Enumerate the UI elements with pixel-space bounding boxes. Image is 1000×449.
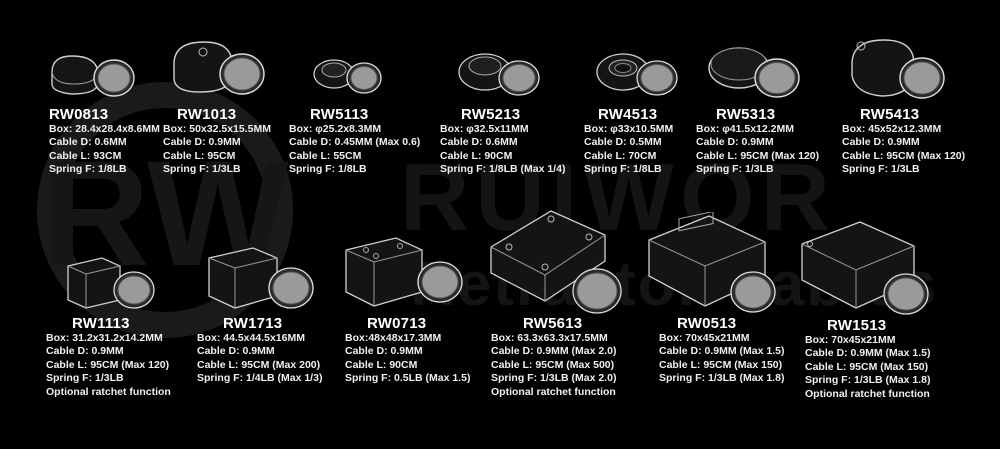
product-image-rw0513 xyxy=(645,210,785,323)
spec-box: Box:48x48x17.3MM xyxy=(345,332,442,344)
product-code: RW0513 xyxy=(677,315,737,332)
product-code: RW1113 xyxy=(72,315,130,332)
spec-spring-f: Spring F: 1/3LB xyxy=(696,163,774,176)
spec-box: Box: 28.4x28.4x8.6MM xyxy=(49,123,160,135)
spec-box: Box: φ33x10.5MM xyxy=(584,123,674,135)
spec-cable-d: Cable D: 0.9MM xyxy=(163,136,241,149)
product-code: RW1513 xyxy=(827,317,887,334)
product-code: RW1013 xyxy=(177,106,237,123)
product-image-rw0813 xyxy=(48,50,138,105)
spec-cable-l: Cable L: 95CM (Max 120) xyxy=(46,358,170,371)
product-card-rw5413: RW5413 Box: 45x52x12.3MM Cable D: 0.9MM … xyxy=(842,107,965,177)
spec-cable-l: Cable L: 90CM xyxy=(345,358,418,371)
product-card-rw4513: RW4513 Box: φ33x10.5MM Cable D: 0.5MM Ca… xyxy=(584,107,673,177)
spec-cable-d: Cable D: 0.9MM xyxy=(46,345,124,358)
spec-cable-d: Cable D: 0.9MM xyxy=(696,136,774,149)
spec-box: Box: φ25.2x8.3MM xyxy=(289,123,382,135)
product-card-rw1713: RW1713 Box: 44.5x44.5x16MM Cable D: 0.9M… xyxy=(197,316,322,386)
spec-cable-l: Cable L: 70CM xyxy=(584,149,657,162)
spec-cable-l: Cable L: 95CM (Max 120) xyxy=(842,149,966,162)
product-image-rw5313 xyxy=(705,40,805,107)
spec-cable-l: Cable L: 90CM xyxy=(440,149,513,162)
spec-cable-d: Cable D: 0.6MM xyxy=(49,136,127,149)
spec-spring-f: Spring F: 1/3LB (Max 2.0) xyxy=(491,372,617,385)
spec-optional: Optional ratchet function xyxy=(46,385,171,398)
product-code: RW5313 xyxy=(716,106,776,123)
spec-spring-f: Spring F: 1/4LB (Max 1/3) xyxy=(197,372,323,385)
product-card-rw5313: RW5313 Box: φ41.5x12.2MM Cable D: 0.9MM … xyxy=(696,107,819,177)
product-card-rw5113: RW5113 Box: φ25.2x8.3MM Cable D: 0.45MM … xyxy=(289,107,420,177)
spec-cable-l: Cable L: 95CM (Max 500) xyxy=(491,358,615,371)
spec-cable-l: Cable L: 95CM (Max 150) xyxy=(805,360,929,373)
spec-cable-l: Cable L: 95CM (Max 200) xyxy=(197,358,321,371)
spec-box: Box: 31.2x31.2x14.2MM xyxy=(46,332,163,344)
spec-spring-f: Spring F: 1/3LB (Max 1.8) xyxy=(659,372,785,385)
product-image-rw1713 xyxy=(205,240,315,321)
spec-box: Box: φ41.5x12.2MM xyxy=(696,123,794,135)
spec-box: Box: 44.5x44.5x16MM xyxy=(197,332,305,344)
product-code: RW5113 xyxy=(310,106,369,123)
spec-box: Box: 45x52x12.3MM xyxy=(842,123,942,135)
product-code: RW5413 xyxy=(860,106,920,123)
spec-cable-d: Cable D: 0.5MM xyxy=(584,136,662,149)
product-code: RW4513 xyxy=(598,106,658,123)
spec-spring-f: Spring F: 1/8LB xyxy=(49,163,127,176)
spec-spring-f: Spring F: 0.5LB (Max 1.5) xyxy=(345,372,471,385)
product-code: RW1713 xyxy=(223,315,283,332)
spec-spring-f: Spring F: 1/8LB (Max 1/4) xyxy=(440,163,566,176)
spec-cable-d: Cable D: 0.9MM (Max 1.5) xyxy=(659,345,785,358)
spec-cable-l: Cable L: 95CM (Max 120) xyxy=(696,149,820,162)
product-code: RW0813 xyxy=(49,106,109,123)
product-code: RW5613 xyxy=(523,315,583,332)
product-card-rw0713: RW0713 Box:48x48x17.3MM Cable D: 0.9MM C… xyxy=(345,316,470,386)
spec-spring-f: Spring F: 1/8LB xyxy=(584,163,662,176)
product-card-rw1113: RW1113 Box: 31.2x31.2x14.2MM Cable D: 0.… xyxy=(46,316,171,399)
spec-box: Box: 70x45x21MM xyxy=(805,334,896,346)
spec-cable-d: Cable D: 0.45MM (Max 0.6) xyxy=(289,136,421,149)
product-image-rw5613 xyxy=(487,205,627,322)
spec-optional: Optional ratchet function xyxy=(805,387,930,400)
spec-cable-d: Cable D: 0.6MM xyxy=(440,136,518,149)
spec-box: Box: 63.3x63.3x17.5MM xyxy=(491,332,608,344)
product-image-rw1113 xyxy=(62,250,158,321)
spec-cable-l: Cable L: 55CM xyxy=(289,149,362,162)
product-card-rw0813: RW0813 Box: 28.4x28.4x8.6MM Cable D: 0.6… xyxy=(49,107,160,177)
spec-cable-d: Cable D: 0.9MM (Max 1.5) xyxy=(805,347,931,360)
spec-optional: Optional ratchet function xyxy=(491,385,616,398)
spec-spring-f: Spring F: 1/8LB xyxy=(289,163,367,176)
spec-box: Box: φ32.5x11MM xyxy=(440,123,529,135)
product-card-rw0513: RW0513 Box: 70x45x21MM Cable D: 0.9MM (M… xyxy=(659,316,784,386)
spec-spring-f: Spring F: 1/3LB xyxy=(163,163,241,176)
spec-spring-f: Spring F: 1/3LB xyxy=(46,372,124,385)
product-image-rw5213 xyxy=(455,46,545,105)
product-image-rw4513 xyxy=(595,46,685,105)
spec-cable-l: Cable L: 93CM xyxy=(49,149,122,162)
product-card-rw1513: RW1513 Box: 70x45x21MM Cable D: 0.9MM (M… xyxy=(805,318,930,401)
spec-cable-d: Cable D: 0.9MM xyxy=(842,136,920,149)
product-image-rw5413 xyxy=(848,36,948,109)
spec-cable-l: Cable L: 95CM (Max 150) xyxy=(659,358,783,371)
spec-cable-d: Cable D: 0.9MM xyxy=(345,345,423,358)
spec-spring-f: Spring F: 1/3LB (Max 1.8) xyxy=(805,374,931,387)
product-code: RW5213 xyxy=(461,106,521,123)
spec-cable-l: Cable L: 95CM xyxy=(163,149,236,162)
spec-spring-f: Spring F: 1/3LB xyxy=(842,163,920,176)
product-code: RW0713 xyxy=(367,315,427,332)
product-card-rw5613: RW5613 Box: 63.3x63.3x17.5MM Cable D: 0.… xyxy=(491,316,616,399)
spec-cable-d: Cable D: 0.9MM (Max 2.0) xyxy=(491,345,617,358)
spec-box: Box: 50x32.5x15.5MM xyxy=(163,123,271,135)
product-card-rw5213: RW5213 Box: φ32.5x11MM Cable D: 0.6MM Ca… xyxy=(440,107,565,177)
product-image-rw1013 xyxy=(170,38,270,105)
product-image-rw1513 xyxy=(798,218,938,327)
product-card-rw1013: RW1013 Box: 50x32.5x15.5MM Cable D: 0.9M… xyxy=(163,107,271,177)
product-image-rw5113 xyxy=(310,50,390,103)
spec-box: Box: 70x45x21MM xyxy=(659,332,750,344)
product-image-rw0713 xyxy=(342,228,466,319)
spec-cable-d: Cable D: 0.9MM xyxy=(197,345,275,358)
